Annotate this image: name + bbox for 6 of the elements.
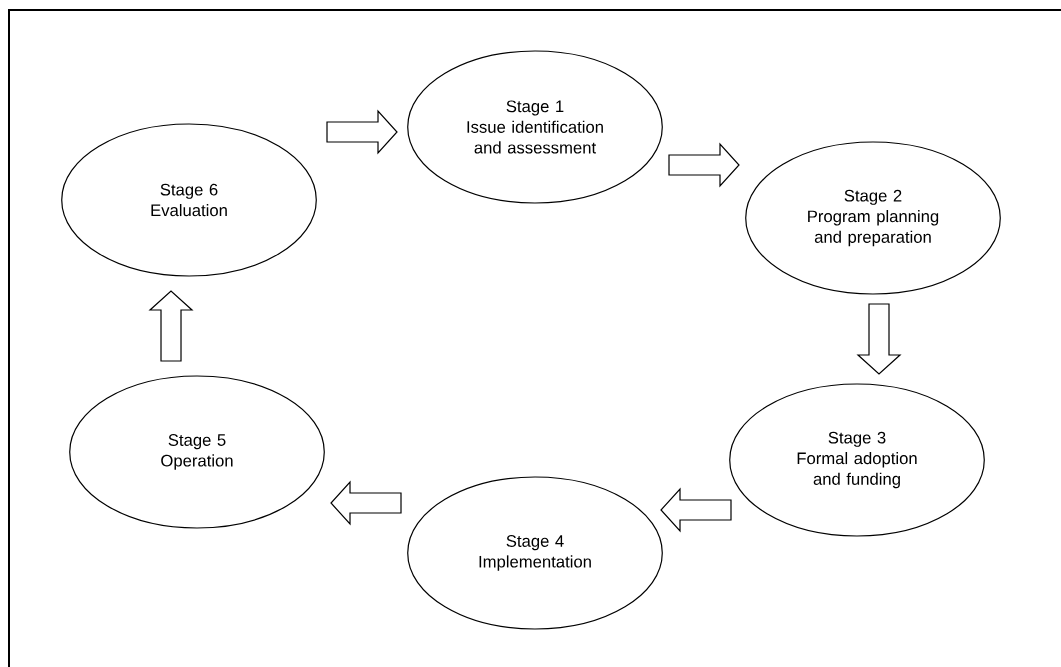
- block-arrow: [326, 109, 398, 155]
- block-arrow: [330, 480, 402, 526]
- block-arrow: [660, 487, 732, 533]
- block-arrow: [668, 142, 740, 188]
- block-arrow: [148, 290, 194, 362]
- block-arrow: [856, 303, 902, 375]
